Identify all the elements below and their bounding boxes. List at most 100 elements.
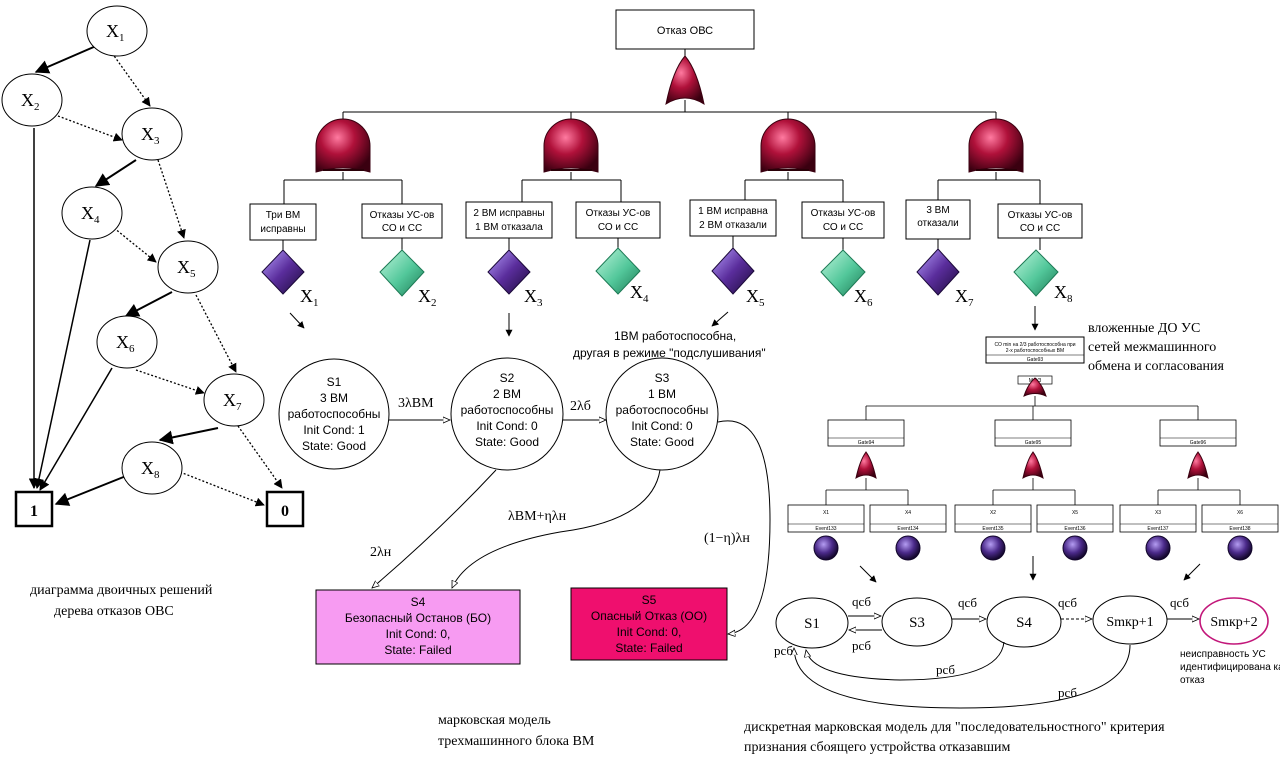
event-box-3: 2 ВМ исправны 1 ВМ отказала (465, 201, 553, 239)
svg-text:исправны: исправны (260, 224, 305, 235)
bdd-edge-16 (179, 471, 265, 507)
svg-text:2 ВМ отказали: 2 ВМ отказали (699, 220, 767, 231)
svg-text:1 ВМ отказала: 1 ВМ отказала (475, 222, 543, 233)
svg-text:S4: S4 (411, 595, 426, 609)
svg-text:X4: X4 (905, 510, 911, 516)
markov-caption-line1: марковская модель (438, 713, 551, 728)
nested-gate-1: Gate94 (827, 419, 905, 447)
svg-text:State: Failed: State: Failed (615, 641, 682, 655)
svg-text:S5: S5 (642, 593, 657, 607)
rate-s2-s4: 2λн (370, 545, 392, 560)
state-s5: S5 Опасный Отказ (ОО) Init Cond: 0, Stat… (570, 587, 728, 661)
bdd-node-x5: X5 (157, 240, 219, 294)
svg-text:X2: X2 (21, 90, 40, 113)
bdd-node-x7: X7 (203, 373, 265, 427)
svg-text:2-х работоспособных ВМ: 2-х работоспособных ВМ (1006, 348, 1064, 354)
svg-text:X6: X6 (1237, 510, 1243, 516)
p-label-4: pсб (774, 643, 793, 658)
fault-tree: Отказ ОВС (249, 9, 1083, 360)
svg-text:State: Good: State: Good (302, 439, 366, 453)
nested-event-5-icon (1145, 535, 1171, 561)
state-s1: S1 3 ВМ работоспособны Init Cond: 1 Stat… (278, 358, 390, 470)
svg-text:S3: S3 (655, 371, 670, 385)
nested-label-line2: сетей межмашинного (1088, 340, 1216, 355)
nested-event-6: X6 Event138 (1201, 504, 1279, 561)
svg-text:1 ВМ: 1 ВМ (648, 387, 676, 401)
svg-text:State: Failed: State: Failed (384, 643, 451, 657)
nested-event-4-icon (1062, 535, 1088, 561)
svg-text:Init Cond: 0: Init Cond: 0 (631, 419, 693, 433)
bdd-edge-6 (157, 159, 186, 239)
event-marker-x8: X8 (1054, 282, 1073, 305)
p-label-3: pсб (1058, 685, 1077, 700)
nested-event-1-icon (813, 535, 839, 561)
basic-event-x8-icon (1013, 249, 1059, 297)
event-box-8: Отказы УС-ов СО и СС (997, 203, 1083, 239)
bdd-terminal-zero: 0 (265, 490, 305, 528)
event-box-2: Отказы УС-ов СО и СС (361, 203, 443, 239)
bdd-node-x1: X1 (86, 5, 148, 57)
bdd-edge-4 (57, 115, 123, 142)
nested-label-line1: вложенные ДО УС (1088, 321, 1200, 336)
p-label-2: pсб (936, 662, 955, 677)
bdd-edge-8 (113, 227, 157, 263)
svg-text:СО и СС: СО и СС (598, 222, 638, 233)
note-line1: неисправность УС (1180, 649, 1266, 660)
event-marker-x3: X3 (524, 286, 543, 309)
svg-text:Event137: Event137 (1147, 526, 1168, 532)
svg-text:СО и СС: СО и СС (823, 222, 863, 233)
svg-text:S3: S3 (909, 615, 925, 631)
event-box-6: Отказы УС-ов СО и СС (801, 201, 885, 239)
svg-text:State: Good: State: Good (630, 435, 694, 449)
svg-text:СО min на 2/3 работоспособна п: СО min на 2/3 работоспособна при (994, 342, 1075, 348)
svg-text:X2: X2 (990, 510, 996, 516)
svg-text:1: 1 (30, 503, 38, 520)
q-label-1: qсб (852, 594, 871, 609)
event-marker-x6: X6 (854, 286, 873, 309)
top-or-gate-icon (665, 55, 705, 106)
dstate-smkr1: Smкр+1 (1092, 595, 1168, 645)
markov-model: S1 3 ВМ работоспособны Init Cond: 1 Stat… (278, 357, 771, 749)
svg-text:Безопасный Останов (БО): Безопасный Останов (БО) (345, 611, 491, 625)
bdd-edge-11 (39, 367, 113, 491)
bdd-terminal-one: 1 (14, 490, 54, 528)
svg-text:Smкр+1: Smкр+1 (1106, 615, 1153, 630)
svg-text:работоспособны: работоспособны (288, 407, 381, 421)
bdd-node-x4: X4 (61, 186, 123, 240)
nested-or-gate-2-icon (1022, 451, 1044, 480)
nested-or-gate-3-icon (1187, 451, 1209, 480)
svg-text:Отказы УС-ов: Отказы УС-ов (811, 208, 876, 219)
svg-text:1 ВМ исправна: 1 ВМ исправна (698, 206, 768, 217)
and-gate-4-icon (968, 118, 1024, 173)
svg-text:S4: S4 (1016, 615, 1032, 631)
dstate-smkr2: Smкр+2 (1199, 597, 1269, 645)
svg-text:Отказы УС-ов: Отказы УС-ов (370, 210, 435, 221)
state-s2: S2 2 ВМ работоспособны Init Cond: 0 Stat… (450, 357, 564, 471)
bdd-edge-1 (34, 45, 97, 74)
bdd-caption-line1: диаграмма двоичных решений (30, 583, 213, 598)
rate-s3-s4: λВМ+ηλн (508, 509, 567, 524)
svg-text:Event138: Event138 (1229, 526, 1250, 532)
svg-text:Отказы УС-ов: Отказы УС-ов (586, 208, 651, 219)
discrete-caption-line1: дискретная марковская модель для "послед… (744, 720, 1165, 735)
event-marker-x2: X2 (418, 286, 437, 309)
bdd-edge-2 (111, 52, 151, 107)
event-marker-x1: X1 (300, 286, 319, 309)
svg-text:Gate96: Gate96 (1190, 440, 1207, 446)
basic-event-x2-icon (379, 249, 425, 297)
bdd-edge-10 (195, 294, 237, 373)
rate-s1-s2: 3λВМ (398, 396, 434, 411)
svg-text:Init Cond: 0,: Init Cond: 0, (617, 625, 682, 639)
p-label-1: pсб (852, 638, 871, 653)
nested-event-1: X1 Event133 (787, 504, 865, 561)
svg-text:Event133: Event133 (815, 526, 836, 532)
event-marker-x5: X5 (746, 286, 765, 309)
bdd-edge-9 (124, 291, 173, 317)
nested-gate-2: Gate95 (994, 419, 1072, 447)
nested-gate-3: Gate96 (1159, 419, 1237, 447)
annotation-line2: другая в режиме "подслушивания" (573, 346, 766, 360)
svg-text:СО и СС: СО и СС (382, 223, 422, 234)
event-box-7: 3 ВМ отказали (905, 199, 971, 240)
bdd-edge-5 (94, 159, 137, 187)
